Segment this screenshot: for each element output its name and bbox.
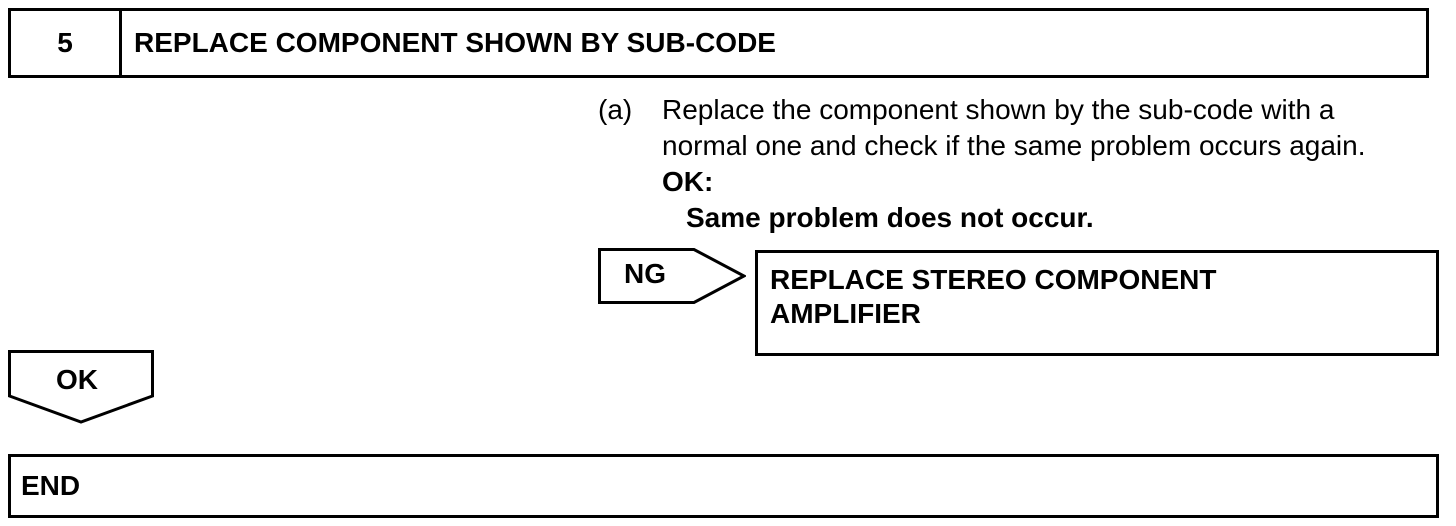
step-title: REPLACE COMPONENT SHOWN BY SUB-CODE [134, 27, 776, 58]
ok-arrow-icon [8, 350, 154, 424]
ng-label: NG [624, 258, 666, 289]
instruction-line-2: normal one and check if the same problem… [662, 130, 1366, 161]
ng-arrow-icon [598, 248, 746, 304]
ok-condition-criterion: Same problem does not occur. [686, 202, 1094, 233]
instruction-body: Replace the component shown by the sub-c… [662, 92, 1442, 236]
ng-result-line-2: AMPLIFIER [770, 298, 921, 329]
ok-arrow-label: OK [56, 364, 98, 395]
ok-condition-label: OK: [662, 166, 714, 197]
ng-result-line-1: REPLACE STEREO COMPONENT [770, 264, 1217, 295]
ng-result-box: REPLACE STEREO COMPONENT AMPLIFIER [755, 250, 1439, 356]
instruction-line-1: Replace the component shown by the sub-c… [662, 94, 1335, 125]
instruction-marker: (a) [598, 94, 633, 125]
end-box: END [8, 454, 1439, 518]
step-number: 5 [11, 11, 122, 75]
step-header: 5 REPLACE COMPONENT SHOWN BY SUB-CODE [8, 8, 1429, 78]
